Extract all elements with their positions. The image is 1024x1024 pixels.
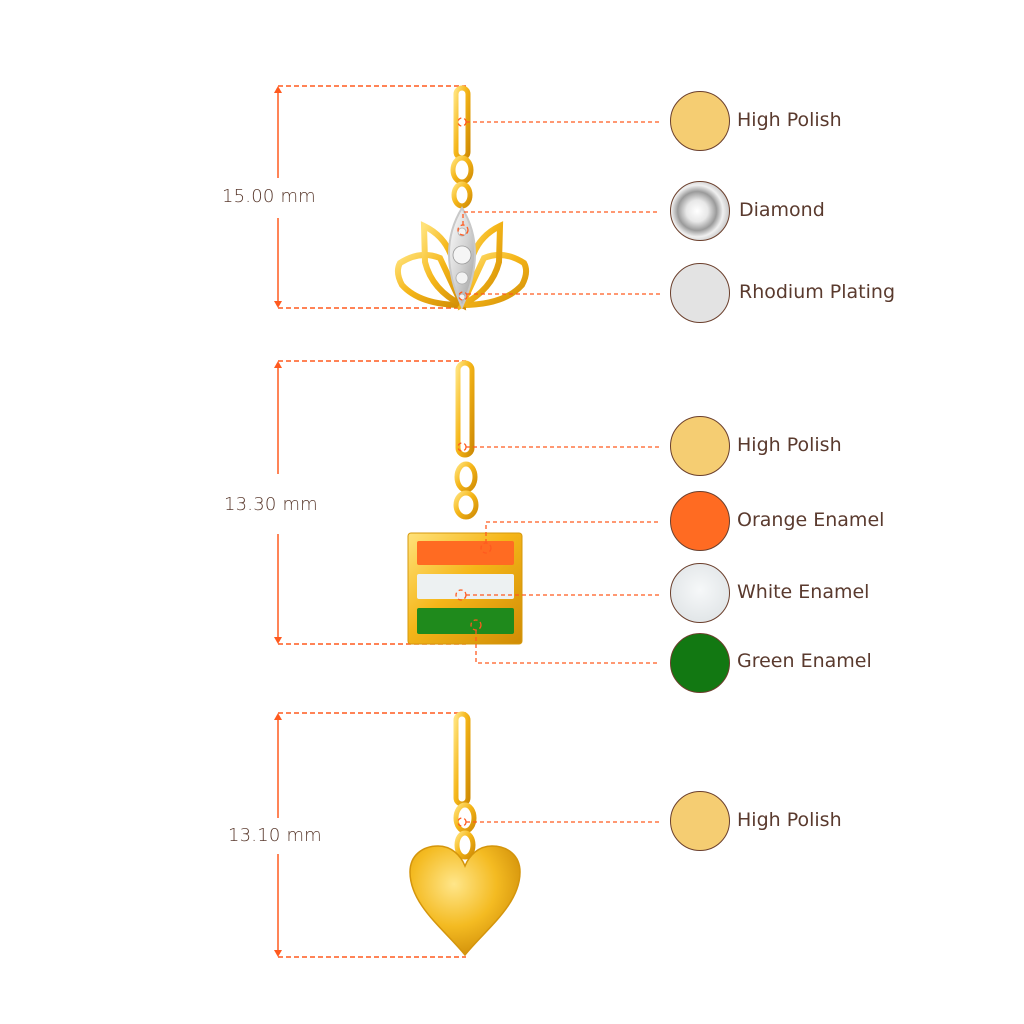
leader-lines [455,117,660,827]
green-swatch-icon [670,633,730,693]
arrow-up-icon [274,361,282,368]
white-stripe [417,574,514,599]
material-label: High Polish [737,809,842,831]
material-label: Diamond [739,199,825,221]
rhodium-swatch-icon [670,263,730,323]
gold-swatch-icon [670,416,730,476]
material-label: Rhodium Plating [739,281,896,303]
leader-line [462,211,660,225]
arrow-up-icon [274,86,282,93]
dimension-label-heart: 13.10 mm [228,825,322,846]
pointer-marker [457,817,467,827]
dimension-label-flag: 13.30 mm [224,494,318,515]
arrow-down-icon [274,637,282,644]
heart-pendant-image [409,711,521,957]
material-label: Green Enamel [737,650,872,672]
gold-swatch-icon [670,91,730,151]
leader-line [485,521,660,543]
green-stripe [417,608,514,634]
material-label: White Enamel [737,581,870,603]
diamond-swatch-icon [670,181,730,241]
orange-stripe [417,541,514,565]
leader-line [475,630,660,664]
material-label: Orange Enamel [737,509,885,531]
pointer-marker [457,117,467,127]
arrow-up-icon [274,713,282,720]
material-label: High Polish [737,109,842,131]
material-label: High Polish [737,434,842,456]
pointer-marker [458,291,468,301]
arrow-down-icon [274,950,282,957]
orange-swatch-icon [670,491,730,551]
lotus-pendant-image [394,85,530,311]
flag-pendant-image [407,360,523,645]
dimension-label-lotus: 15.00 mm [222,186,316,207]
gold-swatch-icon [670,791,730,851]
arrowheads [274,86,282,957]
arrow-down-icon [274,301,282,308]
white-swatch-icon [670,563,730,623]
